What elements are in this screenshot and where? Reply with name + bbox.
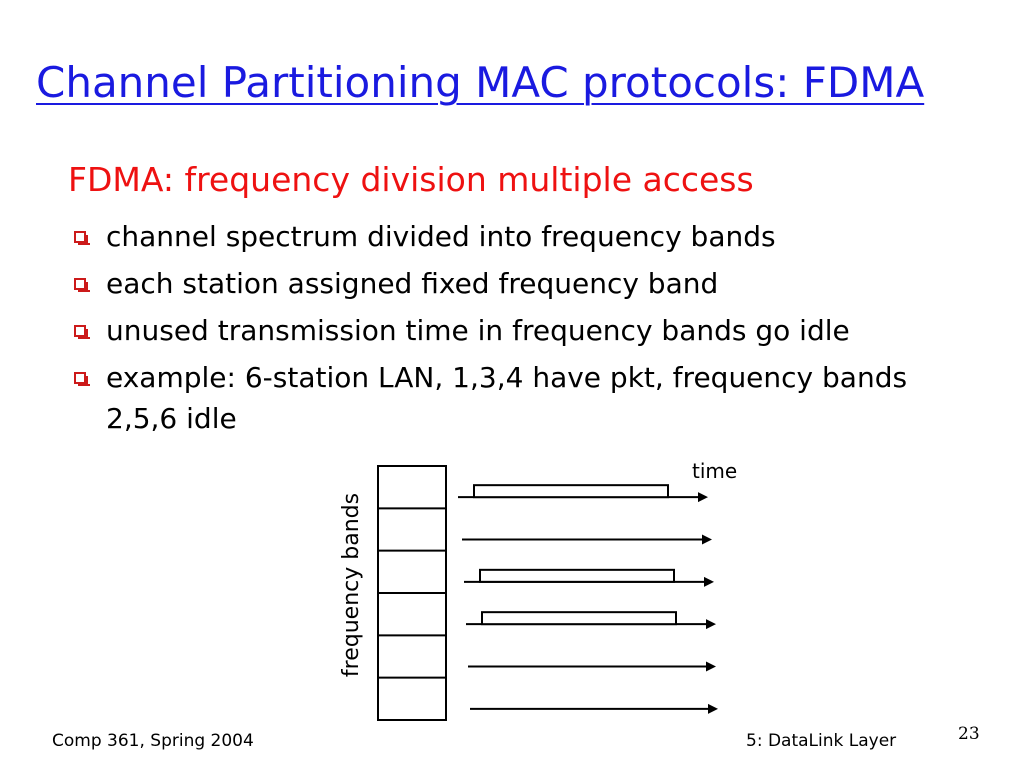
bullet-text: channel spectrum divided into frequency …: [106, 220, 776, 253]
bullet-item: channel spectrum divided into frequency …: [72, 216, 972, 257]
arrowhead-icon: [704, 576, 714, 587]
footer-course: Comp 361, Spring 2004: [52, 731, 254, 751]
page-number: 23: [958, 724, 980, 744]
bullet-text: each station assigned fixed frequency ba…: [106, 267, 719, 300]
bullet-box-icon: [74, 372, 90, 386]
frequency-bands-label: frequency bands: [339, 493, 364, 677]
packet-box: [481, 611, 677, 626]
arrowhead-icon: [702, 534, 712, 545]
packet-box: [479, 568, 675, 583]
footer-chapter: 5: DataLink Layer: [746, 731, 897, 751]
bullet-box-icon: [74, 325, 90, 339]
slide-title: Channel Partitioning MAC protocols: FDMA: [36, 58, 925, 107]
bullet-item: example: 6-station LAN, 1,3,4 have pkt, …: [72, 357, 926, 439]
arrowhead-icon: [708, 703, 718, 714]
arrowhead-icon: [706, 619, 716, 630]
packet-box: [473, 484, 669, 499]
bullet-box-icon: [74, 278, 90, 292]
bullet-item: each station assigned fixed frequency ba…: [72, 263, 972, 304]
slide-subtitle: FDMA: frequency division multiple access: [68, 160, 754, 199]
arrowhead-icon: [698, 492, 708, 503]
time-label: time: [692, 459, 737, 483]
band-lines: [458, 484, 718, 714]
bullet-list: channel spectrum divided into frequency …: [72, 216, 972, 445]
arrowhead-icon: [706, 661, 716, 672]
bullet-box-icon: [74, 231, 90, 245]
band-column: [377, 465, 447, 721]
bullet-text: unused transmission time in frequency ba…: [106, 314, 850, 347]
bullet-item: unused transmission time in frequency ba…: [72, 310, 972, 351]
bullet-text: example: 6-station LAN, 1,3,4 have pkt, …: [106, 361, 908, 435]
